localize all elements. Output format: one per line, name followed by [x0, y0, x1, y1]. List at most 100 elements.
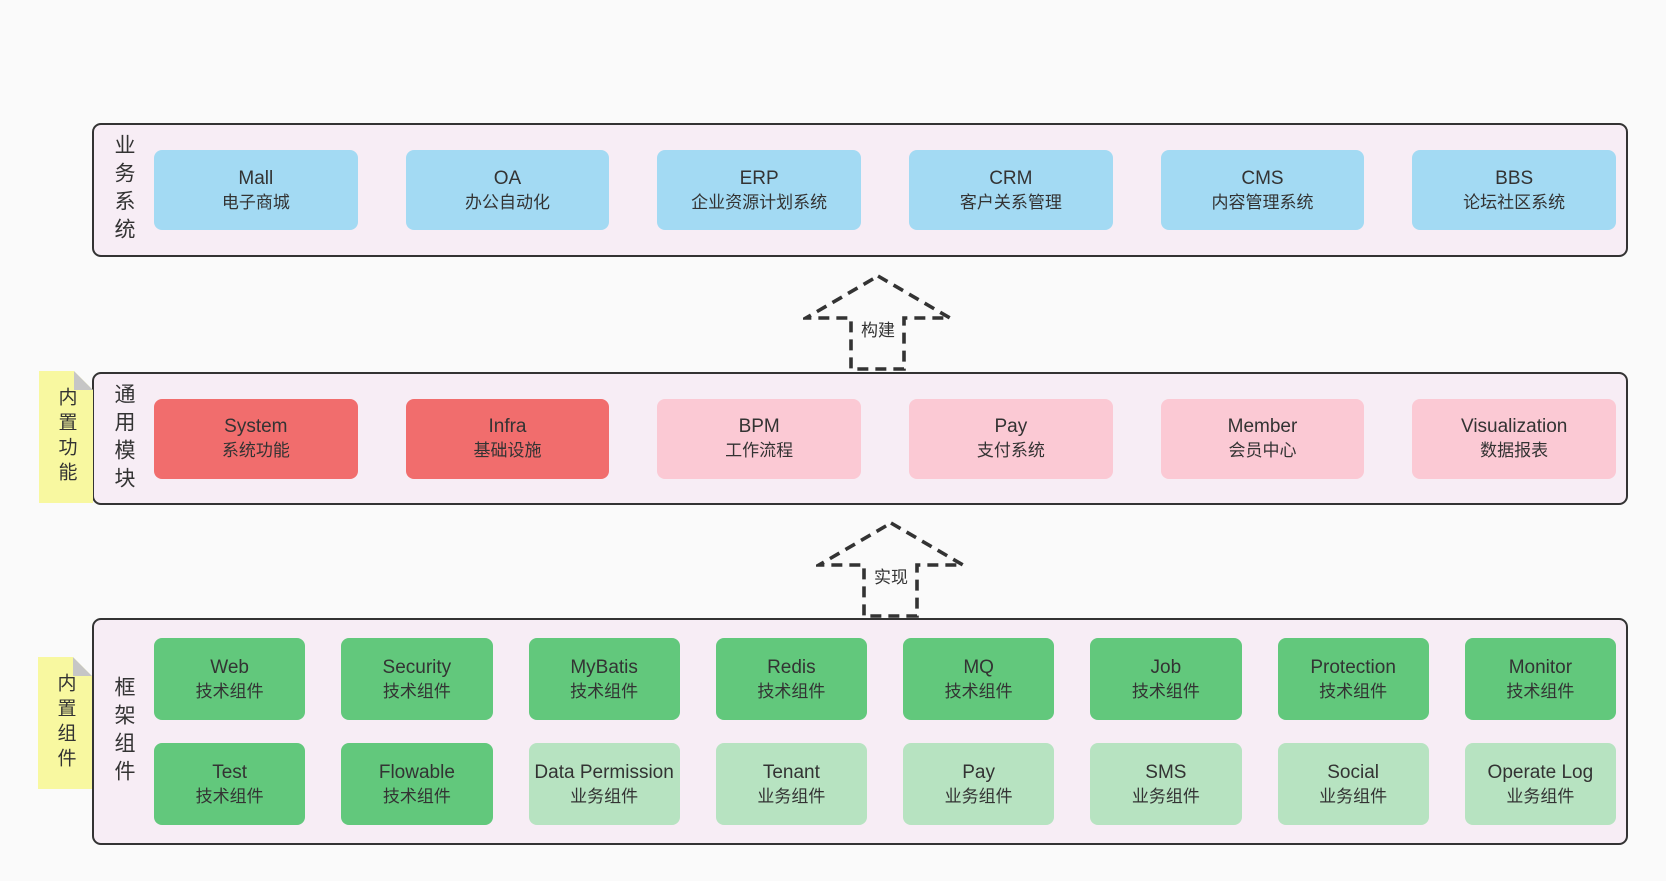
component-name: Tenant	[762, 761, 820, 783]
module-box-oa: OA 办公自动化	[405, 150, 610, 230]
component-name: Redis	[767, 656, 816, 678]
component-box-mq: MQ 技术组件	[903, 638, 1055, 720]
module-name: BBS	[1495, 167, 1534, 189]
module-name: Member	[1227, 416, 1298, 437]
component-desc: 技术组件	[195, 786, 264, 806]
module-box-pay-system: Pay 支付系统	[909, 398, 1113, 479]
module-name: Mall	[238, 167, 274, 189]
component-box-test: Test 技术组件	[154, 743, 306, 825]
module-box-bbs: BBS 论坛社区系统	[1412, 150, 1616, 230]
module-desc: 基础设施	[473, 441, 542, 460]
layer-common-modules-label: 通用模块	[112, 382, 135, 495]
component-box-redis: Redis 技术组件	[715, 638, 867, 720]
module-name: CMS	[1241, 167, 1284, 189]
module-box-bpm: BPM 工作流程	[657, 398, 861, 479]
module-name: ERP	[739, 167, 779, 189]
component-name: Protection	[1310, 656, 1396, 678]
sticky-built-in-features: 内置功能	[39, 371, 93, 503]
layer-common-modules: 通用模块 System 系统功能 Infra 基础设施 BPM 工作流程 Pay…	[92, 372, 1628, 505]
module-desc: 内容管理系统	[1211, 192, 1314, 212]
module-name: BPM	[738, 416, 780, 437]
module-name: System	[224, 416, 288, 437]
layer-business-systems-label: 业务系统	[112, 134, 135, 246]
component-box-protection: Protection 技术组件	[1277, 638, 1429, 720]
component-desc: 技术组件	[570, 681, 639, 701]
module-name: Infra	[488, 416, 527, 437]
module-desc: 支付系统	[976, 441, 1045, 460]
module-desc: 会员中心	[1228, 441, 1297, 460]
business-systems-row: Mall 电子商城 OA 办公自动化 ERP 企业资源计划系统 CRM 客户关系…	[154, 125, 1616, 255]
framework-components-row-2: Test 技术组件 Flowable 技术组件 Data Permission …	[154, 743, 1616, 825]
component-desc: 技术组件	[382, 681, 451, 701]
component-name: Social	[1327, 761, 1379, 783]
sticky-built-in-features-label: 内置功能	[55, 387, 77, 487]
component-desc: 业务组件	[757, 786, 826, 806]
component-box-mybatis: MyBatis 技术组件	[528, 638, 680, 720]
build-arrow: 构建	[803, 272, 953, 372]
module-box-cms: CMS 内容管理系统	[1160, 150, 1365, 230]
module-name: CRM	[989, 167, 1033, 189]
component-desc: 技术组件	[1506, 681, 1575, 701]
component-name: Monitor	[1508, 656, 1573, 678]
component-desc: 业务组件	[1319, 786, 1388, 806]
component-desc: 技术组件	[757, 681, 826, 701]
module-desc: 电子商城	[221, 192, 290, 212]
component-name: Operate Log	[1487, 761, 1594, 783]
layer-framework-components: 框架组件 Web 技术组件 Security 技术组件 MyBatis 技术组件…	[92, 618, 1628, 845]
component-name: Data Permission	[534, 761, 674, 783]
build-arrow-label: 构建	[858, 316, 898, 341]
component-name: Job	[1150, 656, 1182, 678]
module-box-infra: Infra 基础设施	[405, 398, 610, 479]
component-box-social: Social 业务组件	[1277, 743, 1429, 825]
component-desc: 业务组件	[944, 786, 1013, 806]
component-desc: 技术组件	[1131, 681, 1200, 701]
component-desc: 业务组件	[570, 786, 639, 806]
component-desc: 业务组件	[1506, 786, 1575, 806]
component-name: SMS	[1145, 761, 1187, 783]
module-box-member: Member 会员中心	[1160, 398, 1365, 479]
component-desc: 技术组件	[195, 681, 264, 701]
component-desc: 技术组件	[382, 786, 451, 806]
implement-arrow: 实现	[816, 519, 966, 619]
component-name: Security	[382, 656, 452, 678]
implement-arrow-label: 实现	[871, 563, 911, 588]
component-name: Test	[212, 761, 248, 783]
module-box-crm: CRM 客户关系管理	[909, 150, 1113, 230]
component-box-web: Web 技术组件	[154, 638, 306, 720]
module-box-erp: ERP 企业资源计划系统	[657, 150, 861, 230]
component-desc: 技术组件	[1319, 681, 1388, 701]
up-arrow-icon	[816, 520, 966, 618]
module-desc: 系统功能	[221, 441, 290, 460]
layer-business-systems: 业务系统 Mall 电子商城 OA 办公自动化 ERP 企业资源计划系统 CRM…	[92, 123, 1628, 257]
component-name: MyBatis	[570, 656, 638, 678]
component-name: Pay	[962, 761, 995, 783]
component-box-pay: Pay 业务组件	[903, 743, 1055, 825]
layer-framework-components-label: 框架组件	[112, 675, 135, 788]
component-desc: 业务组件	[1131, 786, 1200, 806]
module-desc: 办公自动化	[464, 192, 550, 212]
sticky-built-in-components-label: 内置组件	[54, 673, 76, 773]
component-box-operate-log: Operate Log 业务组件	[1464, 743, 1616, 825]
component-name: Web	[210, 656, 249, 678]
module-box-system: System 系统功能	[154, 398, 358, 479]
sticky-built-in-components: 内置组件	[38, 657, 92, 789]
up-arrow-icon	[803, 273, 953, 371]
component-box-flowable: Flowable 技术组件	[341, 743, 493, 825]
component-name: MQ	[963, 656, 994, 678]
module-desc: 数据报表	[1480, 441, 1549, 460]
component-box-data-permission: Data Permission 业务组件	[528, 743, 680, 825]
module-desc: 工作流程	[725, 441, 794, 460]
module-desc: 论坛社区系统	[1463, 192, 1566, 212]
module-desc: 企业资源计划系统	[691, 192, 828, 212]
component-name: Flowable	[378, 761, 455, 783]
module-box-mall: Mall 电子商城	[154, 150, 358, 230]
module-name: Visualization	[1461, 416, 1568, 437]
sticky-fold-corner-icon	[73, 657, 92, 676]
component-box-sms: SMS 业务组件	[1090, 743, 1242, 825]
framework-components-row-1: Web 技术组件 Security 技术组件 MyBatis 技术组件 Redi…	[154, 638, 1616, 720]
component-box-monitor: Monitor 技术组件	[1464, 638, 1616, 720]
common-modules-row: System 系统功能 Infra 基础设施 BPM 工作流程 Pay 支付系统…	[154, 374, 1616, 503]
module-box-visualization: Visualization 数据报表	[1412, 398, 1616, 479]
component-box-tenant: Tenant 业务组件	[715, 743, 867, 825]
